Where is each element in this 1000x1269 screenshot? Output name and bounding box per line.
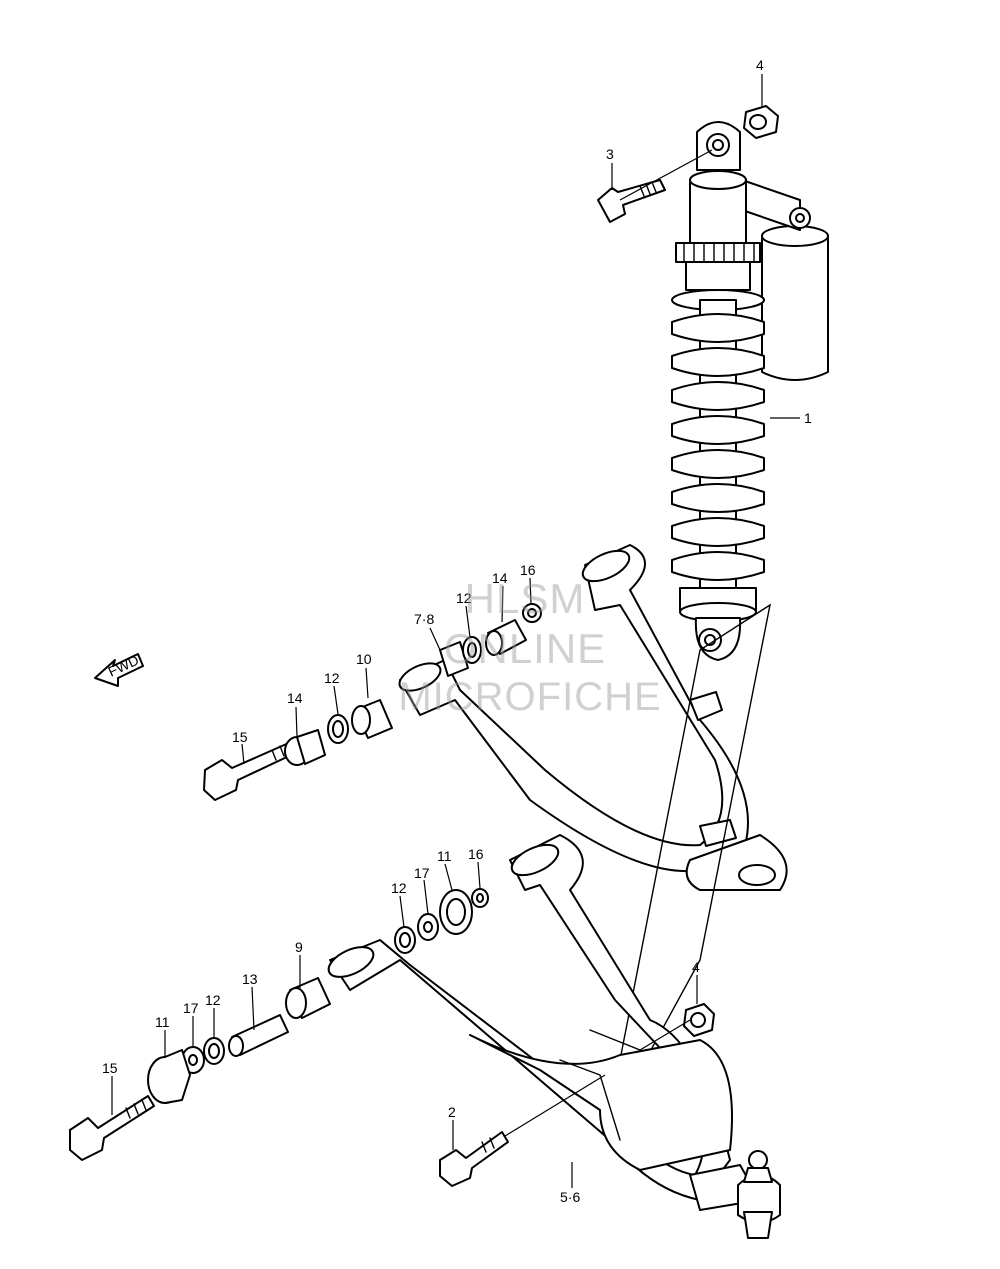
callout-10: 10 (356, 651, 372, 667)
bushing-10 (351, 699, 393, 739)
callout-16-top: 16 (520, 562, 536, 578)
callout-14-mid: 14 (287, 690, 303, 706)
callout-2: 2 (448, 1104, 456, 1120)
callout-7-8: 7·8 (414, 611, 434, 627)
collar-14-top (485, 619, 527, 656)
bolt-15-upper (203, 737, 307, 801)
callout-5-6: 5·6 (560, 1189, 580, 1205)
callout-4-low: 4 (692, 959, 700, 975)
callout-11-bot: 11 (155, 1014, 170, 1030)
collar-14-upper (284, 729, 326, 766)
callout-15-bot: 15 (102, 1060, 118, 1076)
washer-17-low-right (417, 913, 439, 941)
callout-12-low: 12 (391, 880, 407, 896)
bolt-2 (439, 1131, 509, 1187)
upper-arm (398, 544, 788, 1071)
callout-15-mid: 15 (232, 729, 248, 745)
callout-17-mid: 17 (414, 865, 430, 881)
leader-lines (111, 74, 800, 1188)
nut-4-top (743, 105, 779, 139)
callout-4-top: 4 (756, 57, 764, 73)
callout-17-bot: 17 (183, 1000, 199, 1016)
callout-1: 1 (804, 410, 812, 426)
callout-12-mid: 12 (324, 670, 340, 686)
seal-12-top (462, 636, 482, 664)
callout-3: 3 (606, 146, 614, 162)
watermark-line-1: HLSM (464, 575, 586, 622)
seal-12-low-right (394, 926, 416, 954)
seal-12-upper (327, 714, 349, 744)
cap-11-low-right (439, 889, 473, 935)
callout-9: 9 (295, 939, 303, 955)
nut-4-low (683, 1003, 715, 1037)
bushing-9 (285, 977, 331, 1019)
callout-labels: 4 3 1 16 14 12 7·8 10 12 14 15 11 16 17 … (102, 57, 812, 1205)
seal-12-lower (203, 1037, 225, 1065)
callout-12-bot: 12 (205, 992, 221, 1008)
forward-direction-arrow: FWD (94, 652, 144, 687)
callout-12-top: 12 (456, 590, 472, 606)
sleeve-13 (228, 1014, 289, 1057)
bolt-15-lower (69, 1095, 155, 1161)
callout-11-mid: 11 (437, 848, 452, 864)
callout-16-mid: 16 (468, 846, 484, 862)
bolt-3 (597, 179, 666, 223)
callout-13: 13 (242, 971, 258, 987)
watermark-line-3: MICROFICHE (398, 675, 662, 719)
cap-11-lower (147, 1049, 191, 1104)
nut-16-low-right (471, 888, 489, 908)
ball-joint (737, 1150, 781, 1239)
nut-16-top (522, 603, 542, 623)
watermark-line-2: ONLINE (443, 625, 607, 672)
bushing-7-8 (439, 641, 469, 677)
shock-absorber (671, 121, 829, 661)
callout-14-top: 14 (492, 570, 508, 586)
